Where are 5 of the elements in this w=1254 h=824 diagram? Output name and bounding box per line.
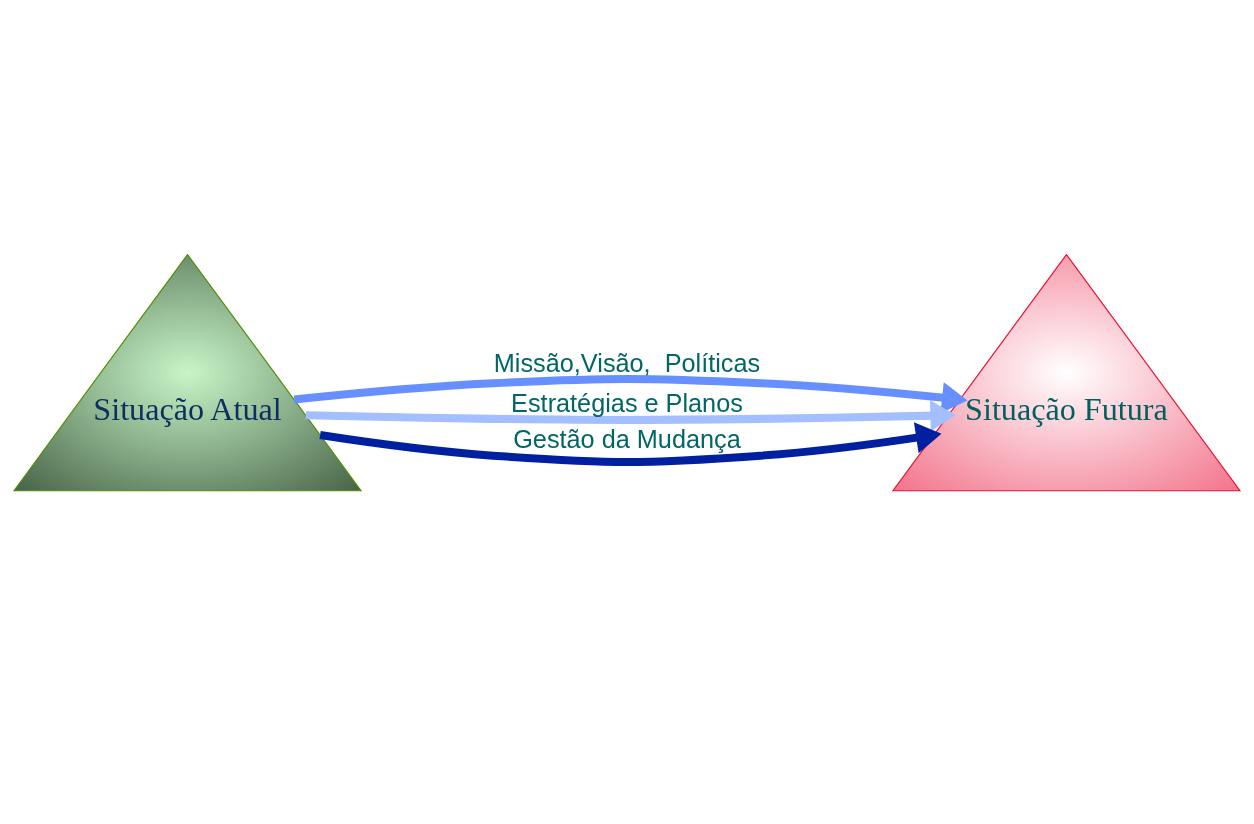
- arrow: [319, 422, 942, 466]
- arrow: [305, 400, 956, 432]
- edge-label: Gestão da Mudança: [513, 425, 741, 454]
- edge-label: Estratégias e Planos: [511, 388, 743, 417]
- edge-label: Missão,Visão, Políticas: [493, 349, 761, 378]
